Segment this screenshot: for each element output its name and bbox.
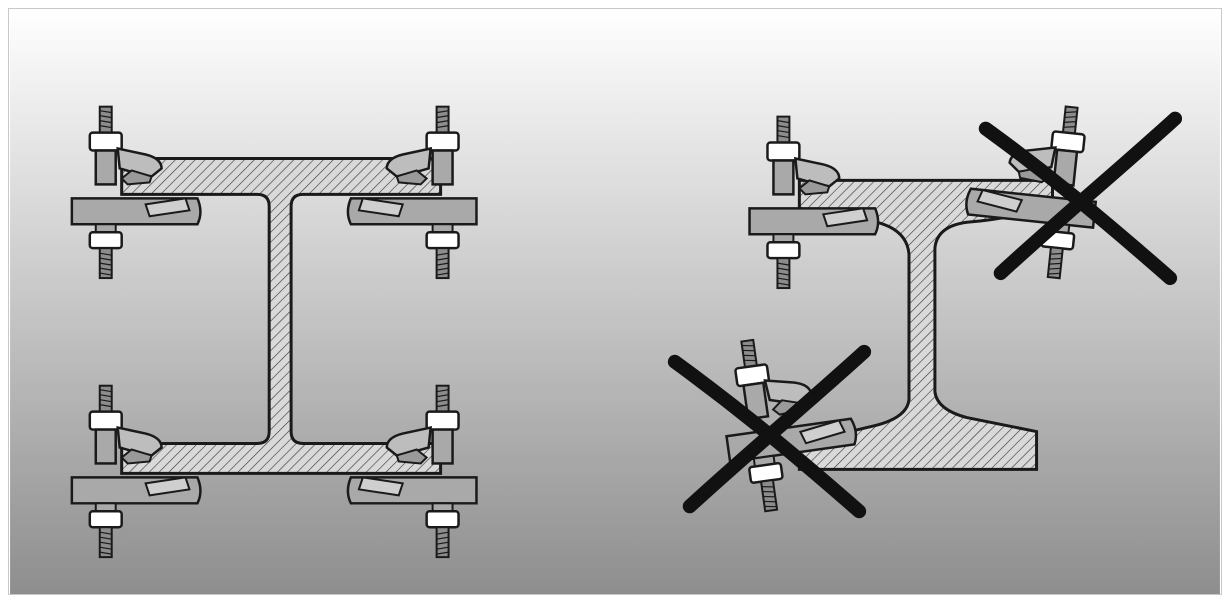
figure-frame (8, 8, 1222, 595)
beam-clamp-diagram (10, 9, 1220, 594)
panel-incorrect (675, 96, 1175, 515)
background (10, 9, 1220, 594)
panel-correct (70, 105, 478, 559)
i-beam-icon (120, 156, 443, 475)
